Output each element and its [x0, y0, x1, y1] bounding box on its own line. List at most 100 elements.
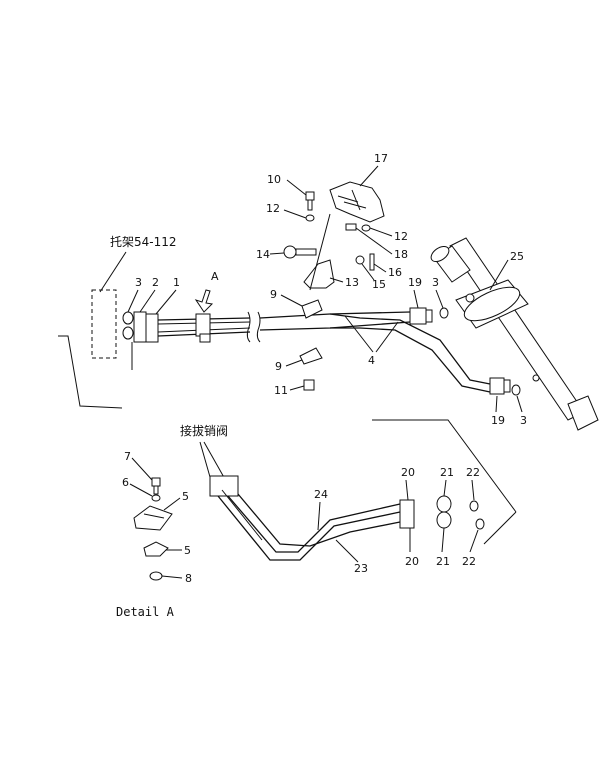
part-label-5-upper: 5 — [182, 490, 189, 503]
bracket-leader — [99, 251, 127, 293]
washer-12-left — [305, 214, 315, 222]
pin-16 — [369, 253, 375, 271]
cylinder-25 — [430, 237, 599, 431]
bracket-note-label: 托架54-112 — [110, 235, 177, 249]
detail-callout-line — [372, 419, 517, 513]
part-label-21-upper: 21 — [440, 466, 454, 479]
part-label-15: 15 — [372, 278, 386, 291]
part-label-7: 7 — [124, 450, 131, 463]
nut-21-upper — [436, 495, 452, 513]
fitting-19-upper-nut — [425, 309, 433, 323]
o-ring-3-lower — [511, 384, 521, 396]
part-label-3: 3 — [135, 276, 142, 289]
bolt-18 — [345, 223, 357, 231]
leader-21-lower — [441, 527, 445, 553]
bracket-outline — [91, 289, 117, 359]
leader-3 — [127, 289, 139, 313]
washer-12-right — [361, 224, 371, 232]
o-ring-22-upper — [469, 500, 479, 512]
clamp-9-lower — [299, 347, 323, 365]
leader-12-left — [283, 209, 307, 219]
tube-lower-run-2 — [330, 327, 491, 393]
part-label-12-left: 12 — [266, 202, 280, 215]
nut-21-lower — [436, 511, 452, 529]
leader-22-lower — [469, 529, 479, 553]
leader-12-right — [369, 227, 393, 237]
leader-25 — [489, 259, 509, 291]
leader-7 — [131, 457, 153, 481]
pin-valve-label: 接拔销阀 — [180, 423, 228, 438]
leader-3-lower — [516, 395, 523, 413]
leader-cross — [309, 213, 331, 291]
part-label-10: 10 — [267, 173, 281, 186]
detail-tube-assembly — [209, 475, 415, 561]
clamp-a — [195, 313, 211, 337]
detail-callout-line-2 — [483, 511, 517, 545]
bolt-10-shank — [307, 199, 313, 211]
leader-19-upper — [413, 289, 419, 309]
leader-11 — [289, 385, 305, 391]
part-label-9-upper: 9 — [270, 288, 277, 301]
valve-17-detail — [337, 189, 367, 211]
leader-22-upper — [471, 479, 475, 501]
flange-block — [133, 311, 147, 343]
fitting-19-upper — [409, 307, 427, 325]
view-arrow-a — [194, 289, 214, 313]
tube-lower-run — [329, 313, 491, 385]
leader-6 — [129, 483, 153, 497]
leader-10 — [286, 179, 307, 196]
part-label-4: 4 — [368, 354, 375, 367]
bolt-10-head — [305, 191, 315, 201]
nut-15 — [355, 255, 365, 265]
leader-24 — [317, 501, 321, 531]
clamp-detail — [133, 477, 173, 581]
leader-4b — [375, 321, 399, 353]
clamp-9-upper — [301, 299, 323, 319]
part-label-1: 1 — [173, 276, 180, 289]
part-label-22-upper: 22 — [466, 466, 480, 479]
part-label-23: 23 — [354, 562, 368, 575]
frame-line-left — [58, 335, 123, 409]
leader-16 — [373, 263, 387, 273]
break-mark-2 — [256, 311, 261, 343]
bracket-13 — [303, 259, 335, 289]
leader-9-lower — [285, 359, 303, 367]
leader-8 — [161, 575, 183, 579]
leader-2 — [139, 289, 156, 313]
o-ring-upper — [122, 311, 134, 325]
part-label-5-lower: 5 — [184, 544, 191, 557]
leader-4a — [344, 315, 374, 353]
part-label-14: 14 — [256, 248, 270, 261]
part-label-18: 18 — [394, 248, 408, 261]
leader-20-upper — [405, 479, 409, 501]
leader-17 — [359, 165, 379, 187]
detail-a-caption: Detail A — [116, 605, 175, 619]
leader-13 — [329, 277, 344, 283]
o-ring-3-upper — [439, 307, 449, 319]
part-label-6: 6 — [122, 476, 129, 489]
part-label-20-upper: 20 — [401, 466, 415, 479]
part-label-24: 24 — [314, 488, 328, 501]
part-label-16: 16 — [388, 266, 402, 279]
part-label-8: 8 — [185, 572, 192, 585]
part-label-3-upper: 3 — [432, 276, 439, 289]
part-label-20-lower: 20 — [405, 555, 419, 568]
leader-14 — [269, 252, 285, 255]
bolt-14-head — [283, 245, 297, 259]
leader-19-lower — [495, 395, 498, 413]
part-label-13: 13 — [345, 276, 359, 289]
leader-18 — [355, 227, 393, 255]
o-ring-lower — [122, 326, 134, 340]
part-label-3-lower: 3 — [520, 414, 527, 427]
leader-23 — [335, 539, 359, 563]
part-label-19-lower: 19 — [491, 414, 505, 427]
leader-1 — [155, 289, 177, 315]
part-label-21-lower: 21 — [436, 555, 450, 568]
o-ring-22-lower — [475, 518, 485, 530]
part-label-2: 2 — [152, 276, 159, 289]
part-label-19-upper: 19 — [408, 276, 422, 289]
arrow-a-label: A — [211, 270, 219, 283]
leader-3-upper — [435, 289, 444, 309]
